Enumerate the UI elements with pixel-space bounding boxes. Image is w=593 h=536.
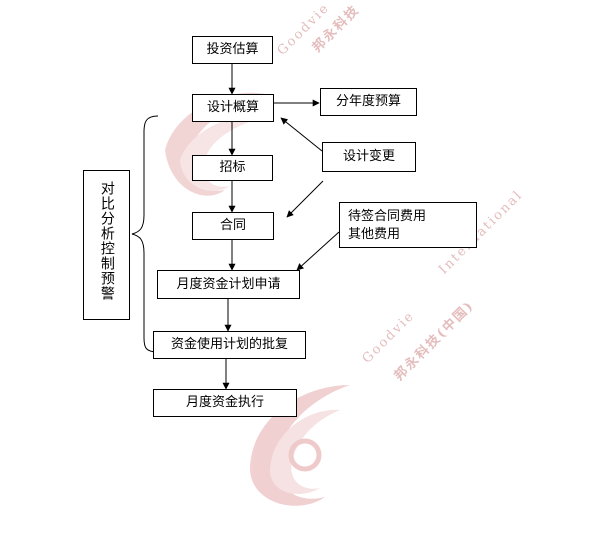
node-design-estimate: 设计概算 <box>192 94 274 122</box>
node-monthly-fund-plan-label: 月度资金计划申请 <box>176 276 281 292</box>
node-monthly-fund-execution: 月度资金执行 <box>153 389 297 417</box>
node-tender-label: 招标 <box>219 160 246 176</box>
node-design-change-label: 设计变更 <box>342 149 395 165</box>
node-control-warning-label: 对比分析控制预警 <box>98 181 115 301</box>
node-monthly-fund-plan: 月度资金计划申请 <box>157 270 300 299</box>
node-pending-fees-line1: 待签合同费用 <box>348 209 427 224</box>
node-annual-budget: 分年度预算 <box>320 88 417 116</box>
node-contract: 合同 <box>192 212 274 240</box>
node-investment-estimate: 投资估算 <box>192 36 273 64</box>
left-brace <box>131 115 159 353</box>
node-fund-plan-approval-label: 资金使用计划的批复 <box>170 337 288 353</box>
node-design-estimate-label: 设计概算 <box>206 100 259 116</box>
node-control-warning: 对比分析控制预警 <box>83 170 130 320</box>
node-pending-fees: 待签合同费用 其他费用 <box>339 202 477 248</box>
node-tender: 招标 <box>192 155 273 181</box>
arrow-change-to-design <box>280 117 323 152</box>
arrow-pending-to-monthly <box>296 231 340 271</box>
node-contract-label: 合同 <box>219 218 246 234</box>
node-annual-budget-label: 分年度预算 <box>335 94 401 110</box>
node-pending-fees-line2: 其他费用 <box>348 226 401 242</box>
node-fund-plan-approval: 资金使用计划的批复 <box>153 331 306 359</box>
node-design-change: 设计变更 <box>322 142 416 172</box>
node-investment-estimate-label: 投资估算 <box>206 42 259 58</box>
node-monthly-fund-execution-label: 月度资金执行 <box>185 395 264 411</box>
arrow-change-to-contract <box>286 180 324 218</box>
